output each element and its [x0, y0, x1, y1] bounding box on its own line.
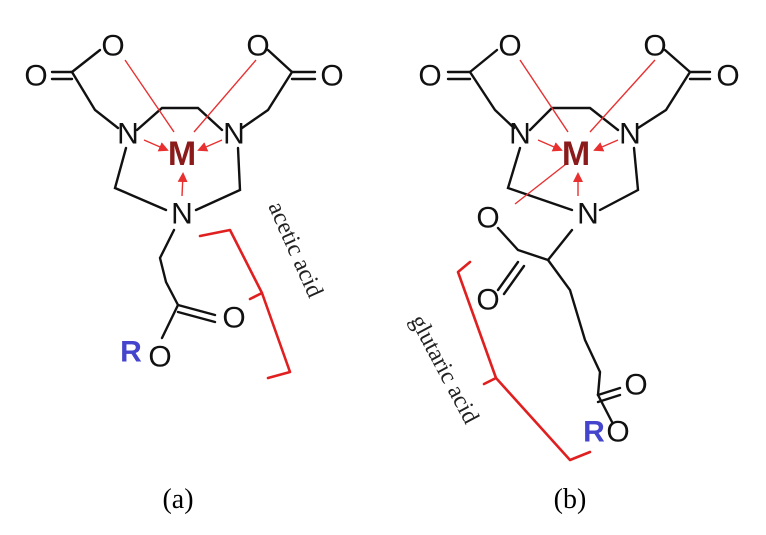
panel-b-bracket: [456, 260, 592, 462]
panel-a-metal-center: M: [168, 135, 196, 173]
panel-b-oxygen-carbonyl-lower: O: [624, 369, 647, 402]
panel-a-structure: O O O O N N N O O M R: [24, 30, 343, 374]
panel-a-coordination-bonds: [124, 59, 257, 197]
panel-b-macrocycle: [506, 106, 640, 212]
panel-a-oxygen-left-carbonyl: O: [24, 60, 47, 93]
panel-b-oxygen-ester-upper: O: [476, 202, 499, 235]
panel-b-glutaric-arm: [496, 226, 622, 424]
panel-b-oxygen-right-carbonyl: O: [716, 60, 739, 93]
panel-b-r-group: R: [583, 416, 605, 449]
panel-a-oxygen-ester: O: [148, 341, 171, 374]
panel-a-caption: (a): [162, 484, 193, 515]
panel-a-nitrogen-left: N: [117, 118, 139, 151]
panel-b-nitrogen-bottom: N: [577, 198, 599, 231]
panel-b-oxygen-ester-lower: O: [606, 416, 629, 449]
panel-a-bracket-label: acetic acid: [263, 198, 328, 302]
panel-a-nitrogen-bottom: N: [171, 198, 193, 231]
panel-a-right-acetate-arm: [240, 48, 317, 130]
panel-b-oxygen-right-top: O: [643, 30, 666, 63]
panel-b-metal-center: M: [562, 135, 590, 173]
panel-a-macrocycle: [113, 106, 242, 212]
panel-a-oxygen-left-top: O: [101, 30, 124, 63]
panel-b-coordination-bonds: [514, 59, 656, 205]
panel-b-oxygen-left-carbonyl: O: [418, 60, 441, 93]
panel-b-nitrogen-left: N: [509, 118, 531, 151]
panel-b-oxygen-carbonyl-upper: O: [476, 284, 499, 317]
panel-b-right-acetate-arm: [636, 48, 712, 130]
panel-a-nitrogen-right: N: [223, 118, 245, 151]
panel-a-oxygen-carbonyl-bottom: O: [222, 302, 245, 335]
panel-a-oxygen-right-top: O: [246, 30, 269, 63]
panel-a-bracket: [198, 228, 292, 380]
panel-a-left-acetate-arm: [50, 48, 120, 130]
panel-b-bracket-label: glutaric acid: [405, 311, 484, 429]
panel-b-caption: (b): [554, 484, 587, 515]
panel-b-left-acetate-arm: [446, 48, 516, 130]
panel-a-bottom-acetate-arm: [158, 228, 217, 340]
panel-a-r-group: R: [120, 336, 142, 369]
panel-b-nitrogen-right: N: [619, 118, 641, 151]
panel-b-structure: O O O O N N N O O O O M R: [418, 30, 739, 449]
panel-a-oxygen-right-carbonyl: O: [320, 60, 343, 93]
panel-b-oxygen-left-top: O: [498, 30, 521, 63]
